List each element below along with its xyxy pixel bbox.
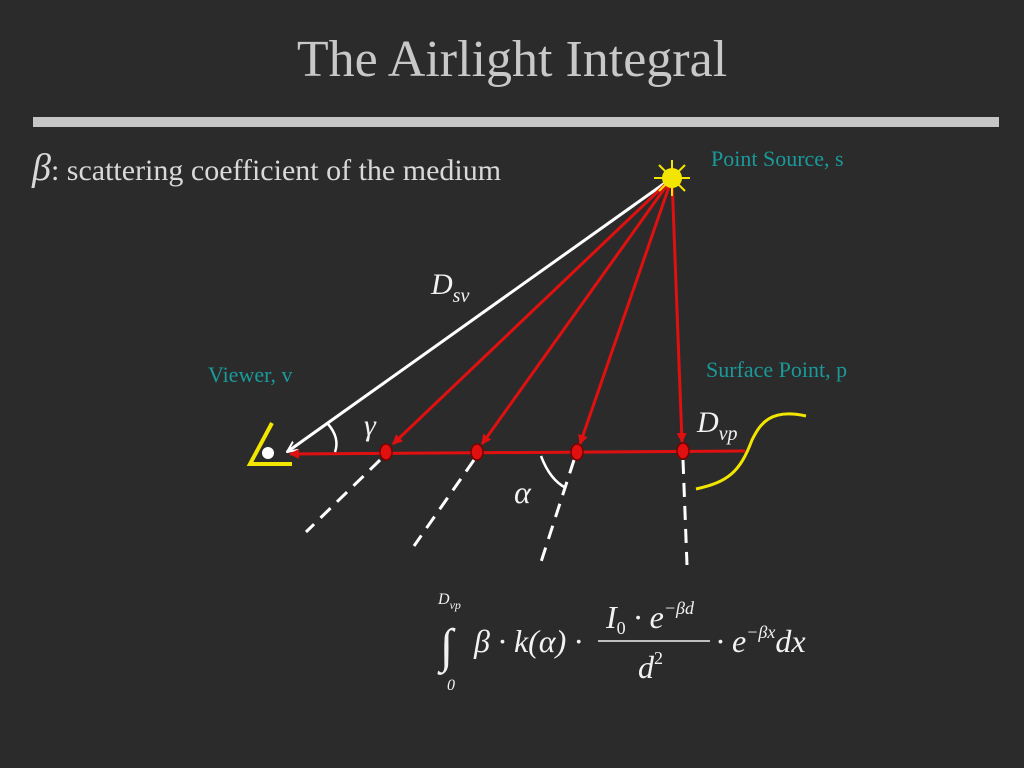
view-ray	[289, 448, 746, 459]
alpha-symbol: α	[514, 474, 532, 510]
integral-sign: ∫	[437, 620, 456, 675]
dashed-line-2	[412, 459, 476, 547]
beta-symbol: β	[32, 147, 51, 189]
scatter-point-2	[470, 443, 484, 461]
sun-icon	[654, 160, 690, 196]
slide-title: The Airlight Integral	[296, 31, 728, 88]
dsv-symbol: Dsv	[430, 268, 469, 307]
dvp-symbol: Dvp	[696, 406, 738, 445]
viewer-label: Viewer, v	[208, 362, 293, 387]
airlight-equation: Dvp ∫ 0 β · k(α) · I0 · e−βd d2 · e−βxdx	[437, 591, 806, 694]
denominator: d2	[638, 648, 663, 685]
dsv-line	[287, 176, 673, 452]
beta-definition: β: scattering coefficient of the medium	[32, 146, 501, 190]
ray-4	[670, 177, 687, 443]
ray-3	[578, 177, 674, 445]
upper-limit: Dvp	[437, 591, 461, 612]
beta-definition-text: : scattering coefficient of the medium	[50, 154, 502, 187]
numerator: I0 · e−βd	[605, 598, 695, 638]
scatter-point-4	[676, 442, 690, 460]
eye-icon	[246, 422, 292, 466]
scatter-point-3	[570, 443, 584, 461]
surface-curve	[695, 412, 807, 491]
alpha-arc	[539, 455, 567, 490]
title-divider	[33, 117, 999, 127]
point-source-label: Point Source, s	[711, 146, 844, 171]
equation-suffix: · e−βxdx	[716, 622, 806, 659]
dashed-line-4	[681, 459, 689, 566]
equation-prefix: β · k(α) ·	[473, 623, 582, 659]
surface-point-label: Surface Point, p	[706, 357, 848, 382]
gamma-symbol: γ	[364, 409, 377, 442]
ray-2	[480, 177, 674, 445]
scatter-point-1	[379, 443, 393, 461]
ray-1	[391, 176, 674, 446]
lower-limit: 0	[447, 677, 455, 694]
dashed-line-1	[304, 458, 382, 534]
gamma-arc	[327, 423, 338, 453]
dashed-line-3	[539, 459, 576, 563]
